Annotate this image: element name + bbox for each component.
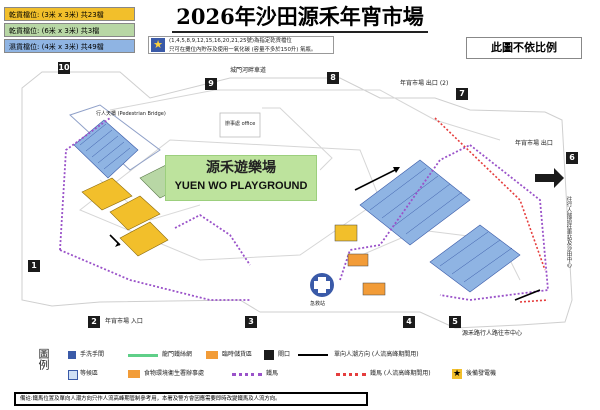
office-building xyxy=(219,112,261,138)
legend-storage: 臨時儲貨區 xyxy=(222,351,253,358)
east-vertical-label: 往行人隧道往車站及沙田中心 xyxy=(565,196,572,268)
legend-fence: 鐵馬 xyxy=(266,370,279,377)
office-label: 辦事處 office xyxy=(225,121,256,127)
legend-title: 圖例 xyxy=(37,348,50,370)
exit-2: 2 xyxy=(88,316,100,328)
exit-3: 3 xyxy=(245,316,257,328)
legend-wet-4x3: 濕貨檔位: (4米 x 3米) 共49檔 xyxy=(4,39,135,53)
legend-waiting: 等候區 xyxy=(80,370,99,377)
legend-fence-peak: 鐵馬 (人流高峰期間用) xyxy=(370,370,431,377)
pedestrian-bridge-label: 行人天橋 (Pedestrian Bridge) xyxy=(96,111,166,117)
fehd-office xyxy=(362,282,386,296)
toilet-icon xyxy=(68,351,76,359)
generator-icon: ★ xyxy=(452,369,462,379)
exit-8: 8 xyxy=(327,72,339,84)
exit-1: 1 xyxy=(28,260,40,272)
title-underline xyxy=(172,31,428,33)
storage-area xyxy=(347,253,369,267)
exit-5: 5 xyxy=(449,316,461,328)
footer-note: 備註:鐵馬位置及單向人潮方向只作人流高峰期管制參考用，本署及警方會因應需要即時改… xyxy=(14,392,368,406)
legend-gate-mesh: 龍門鐵絲網 xyxy=(162,351,193,358)
exit-icon xyxy=(264,350,274,360)
legend-dry-3x3: 乾貨檔位: (3米 x 3米) 共23檔 xyxy=(4,7,135,21)
exit-9: 9 xyxy=(205,78,217,90)
note-text: (1,4,5,8,9,12,15,16,20,21,25號)為指定乾貨檔位 只可… xyxy=(169,38,317,53)
legend-exit: 閘口 xyxy=(278,351,291,358)
exit-4: 4 xyxy=(403,316,415,328)
legend-toilet: 手洗手間 xyxy=(80,351,105,358)
fence-peak-icon xyxy=(336,373,366,379)
page-title: 2026年沙田源禾年宵市場 xyxy=(176,4,424,29)
exit-arrow xyxy=(535,168,564,188)
note-box: ★ (1,4,5,8,9,12,15,16,20,21,25號)為指定乾貨檔位 … xyxy=(148,36,334,54)
scale-note: 此圖不依比例 xyxy=(466,37,582,59)
market-map xyxy=(21,71,573,329)
dry-stalls-west xyxy=(81,177,169,257)
fence-purple xyxy=(59,117,549,301)
exit2-label: 年宵市場 出口 (2) xyxy=(400,80,449,87)
exit-main-label: 年宵市場 出口 xyxy=(515,140,553,147)
south-road-label: 源禾路行人路往市中心 xyxy=(462,330,523,337)
wet-stalls-west xyxy=(73,119,139,179)
legend-dry-6x3: 乾貨檔位: (6米 x 3米) 共3檔 xyxy=(4,23,135,37)
stall-legend: 乾貨檔位: (3米 x 3米) 共23檔 乾貨檔位: (6米 x 3米) 共3檔… xyxy=(4,7,135,53)
storage-icon xyxy=(206,351,218,359)
legend-generator: 後備發電機 xyxy=(466,370,497,377)
map-legend: 圖例 手洗手間 龍門鐵絲網 臨時儲貨區 閘口 單向人潮方向 (人流高峰期間用) … xyxy=(0,346,600,396)
fehd-office-icon xyxy=(128,370,140,378)
north-street-label: 城門河畔車道 xyxy=(230,67,267,74)
first-aid-label: 急救站 xyxy=(310,301,326,307)
legend-fehd: 食物環境衞生署辦事處 xyxy=(144,370,205,377)
arrow-right-icon xyxy=(298,354,328,356)
waiting-area-icon xyxy=(68,370,78,380)
entrance-label: 年宵市場 入口 xyxy=(105,318,143,325)
legend-direction: 單向人潮方向 (人流高峰期間用) xyxy=(334,351,419,358)
fence-red xyxy=(434,117,549,303)
exit-6: 6 xyxy=(566,152,578,164)
star-icon: ★ xyxy=(151,38,165,52)
wet-stalls-east xyxy=(359,159,521,293)
yuen-wo-playground: 源禾遊樂場 YUEN WO PLAYGROUND xyxy=(165,155,317,201)
exit-7: 7 xyxy=(456,88,468,100)
exit-10: 10 xyxy=(58,62,70,74)
gate-mesh-icon xyxy=(128,354,158,357)
fence-icon xyxy=(232,373,262,379)
